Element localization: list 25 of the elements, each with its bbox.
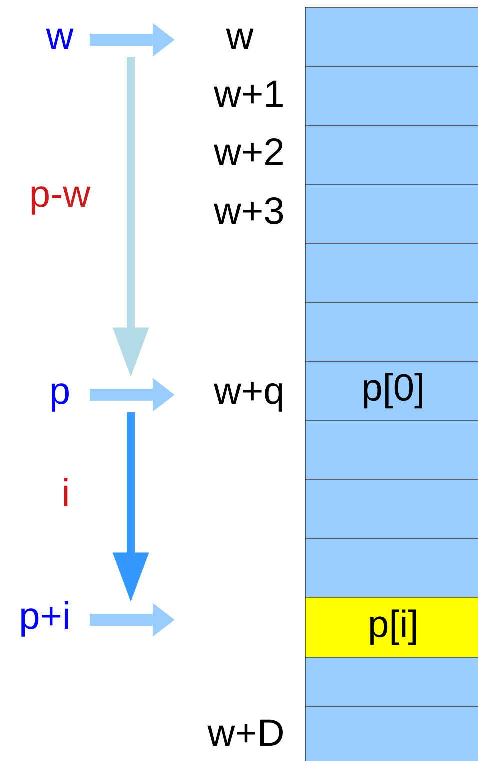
memory-cell: p[0]: [305, 361, 478, 421]
memory-cell: [305, 479, 478, 539]
memory-cell: [305, 125, 478, 185]
memory-cell: [305, 66, 478, 126]
memory-cell: [305, 7, 478, 67]
memory-cell: [305, 657, 478, 707]
memory-cell: [305, 420, 478, 480]
memory-cell: [305, 243, 478, 303]
edge-label: p-w: [32, 186, 91, 215]
address-label: w: [226, 28, 254, 49]
address-label: w+D: [208, 720, 283, 746]
edge-label: i: [64, 478, 68, 506]
memory-cell: [305, 706, 478, 761]
pointer-label: p: [52, 384, 69, 412]
highlighted-memory-cell: p[i]: [305, 597, 478, 658]
memory-cell: [305, 538, 478, 598]
address-label: w+3: [214, 197, 284, 224]
address-label: w+2: [214, 138, 283, 165]
memory-cell: [305, 302, 478, 362]
pointer-label: p+i: [22, 601, 68, 637]
address-label: w+1: [214, 80, 283, 107]
pointer-label: w: [46, 28, 74, 49]
memory-cell: [305, 184, 478, 244]
node-label: p[0]: [364, 373, 422, 409]
address-label: w+q: [214, 382, 282, 412]
